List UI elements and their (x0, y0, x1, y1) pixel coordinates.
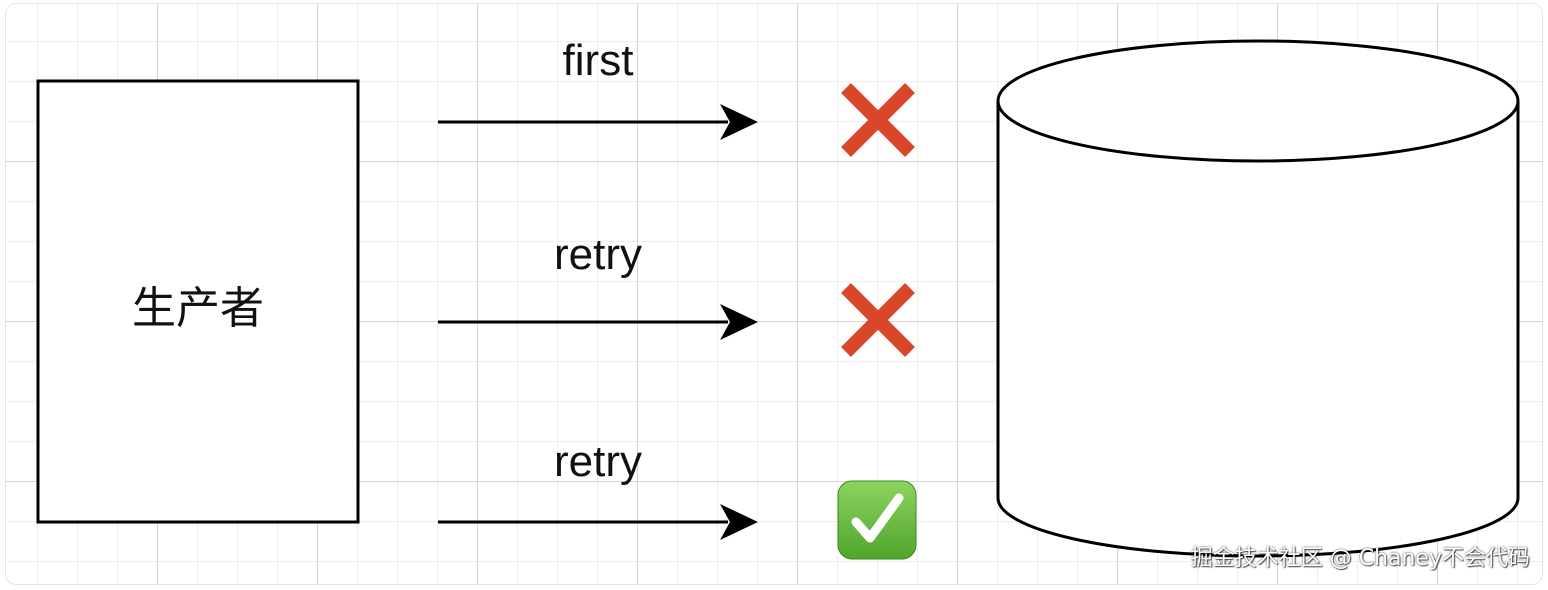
arrow-label-retry: retry (554, 230, 642, 279)
producer-label: 生产者 (132, 283, 264, 334)
arrow-retry-1 (438, 304, 758, 340)
arrow-label-retry: retry (554, 437, 642, 486)
red-cross-mark-icon (841, 83, 915, 157)
green-check-mark-icon (837, 480, 917, 560)
arrow-retry-2 (438, 504, 758, 540)
producer-box[interactable] (36, 79, 360, 524)
arrow-label-first: first (562, 36, 634, 85)
arrow-first (438, 104, 758, 140)
watermark: 掘金技术社区 @ Chaney不会代码 (1190, 546, 1530, 571)
red-cross-mark-icon (841, 283, 915, 357)
database-cylinder[interactable] (996, 39, 1520, 558)
